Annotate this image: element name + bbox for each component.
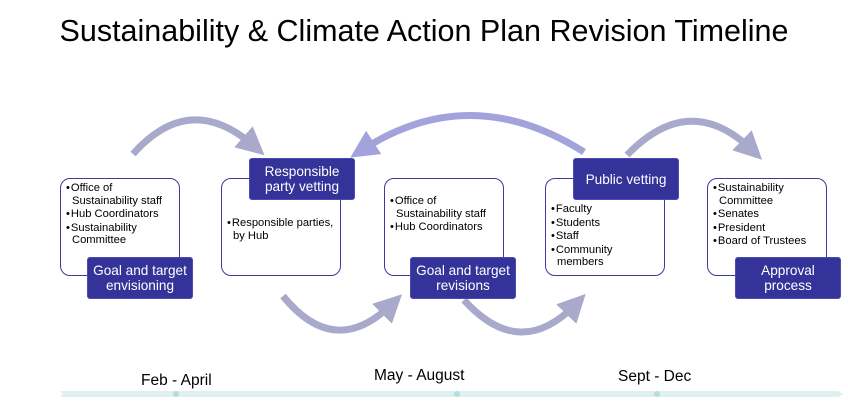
- list-item: Students: [550, 217, 660, 230]
- timeline-dot: [654, 391, 660, 397]
- list-item: Sustainability Committee: [65, 222, 175, 247]
- timeline-dot: [454, 391, 460, 397]
- list-item: President: [712, 222, 822, 235]
- list-item: Responsible parties, by Hub: [226, 217, 336, 242]
- list-item: Office of Sustainability staff: [65, 182, 175, 207]
- timeline-bar: [60, 391, 843, 397]
- step-label-3: Goal and target revisions: [410, 257, 516, 299]
- list-item: Sustainability Committee: [712, 182, 822, 207]
- list-item: Hub Coordinators: [389, 221, 499, 234]
- page-title: Sustainability & Climate Action Plan Rev…: [59, 14, 789, 48]
- list-item: Board of Trustees: [712, 235, 822, 248]
- list-item: Senates: [712, 208, 822, 221]
- list-item: Hub Coordinators: [65, 208, 175, 221]
- step-label-5: Approval process: [735, 257, 841, 299]
- step-label-1: Goal and target envisioning: [87, 257, 193, 299]
- timeline-dot: [173, 391, 179, 397]
- timeline-label: May - August: [374, 367, 465, 384]
- arrow-2: [280, 293, 402, 334]
- timeline-label: Feb - April: [141, 372, 212, 389]
- step-label-4: Public vetting: [573, 158, 679, 200]
- arrow-back: [350, 112, 586, 158]
- list-item: Faculty: [550, 203, 660, 216]
- list-item: Community members: [550, 244, 660, 269]
- list-item: Staff: [550, 230, 660, 243]
- arrow-4: [624, 117, 763, 160]
- arrow-3: [461, 293, 586, 336]
- timeline-label: Sept - Dec: [618, 368, 692, 385]
- step-label-2: Responsible party vetting: [249, 158, 355, 200]
- list-item: Office of Sustainability staff: [389, 195, 499, 220]
- arrow-1: [130, 116, 265, 157]
